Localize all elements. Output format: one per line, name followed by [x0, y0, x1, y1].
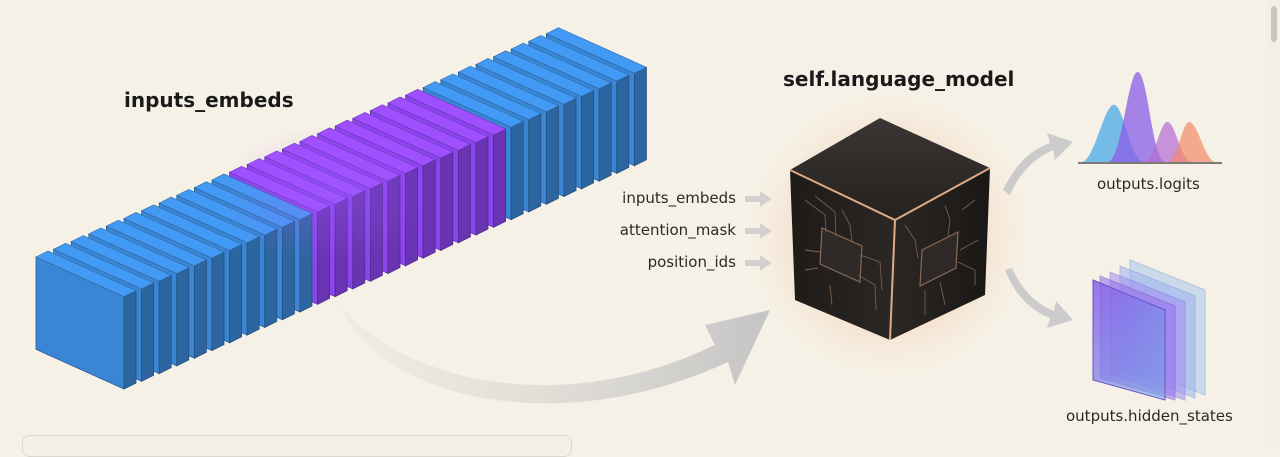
token-side-face	[598, 82, 612, 182]
logits-arrow	[1003, 133, 1073, 195]
token-side-face	[194, 259, 207, 359]
language-model-cube	[789, 118, 991, 341]
diagram-canvas	[35, 27, 1222, 404]
token-side-face	[493, 128, 506, 228]
layer-stack-icon	[1092, 259, 1206, 401]
token-top-face	[440, 73, 542, 120]
scrollbar-thumb[interactable]	[1271, 6, 1277, 42]
output-label-logits: outputs.logits	[1097, 175, 1200, 193]
token-side-face	[141, 282, 154, 382]
bottom-panel	[22, 435, 572, 457]
output-label-hidden-states: outputs.hidden_states	[1066, 407, 1233, 425]
token-top-face	[35, 250, 137, 297]
embeds-title: inputs_embeds	[124, 88, 294, 112]
token-block	[35, 250, 137, 390]
token-side-face	[458, 143, 471, 244]
token-side-face	[510, 120, 524, 221]
token-top-face	[404, 88, 507, 136]
input-label-attention-mask: attention_mask	[619, 221, 736, 239]
token-top-face	[70, 235, 172, 282]
token-side-face	[211, 251, 225, 352]
token-side-face	[546, 105, 559, 205]
token-side-face	[528, 112, 542, 213]
main-flow-arrow	[340, 305, 770, 404]
vertical-scrollbar[interactable]	[1266, 0, 1280, 445]
token-top-face	[140, 204, 243, 251]
input-label-embeds: inputs_embeds	[622, 189, 736, 207]
token-top-face	[352, 112, 454, 159]
token-top-face	[510, 42, 612, 90]
token-side-face	[176, 266, 190, 367]
token-side-face	[158, 274, 172, 375]
cube-edge-highlight	[789, 167, 991, 341]
purple-glow	[220, 125, 440, 265]
input-label-position-ids: position_ids	[647, 253, 736, 271]
token-side-face	[229, 243, 242, 344]
token-top-face	[105, 219, 208, 267]
token-top-face	[52, 242, 155, 290]
token-top-face	[457, 65, 560, 113]
token-side-face	[563, 97, 577, 198]
token-side-face	[616, 74, 630, 175]
hidden-states-arrow	[1005, 268, 1073, 328]
token-top-face	[422, 81, 524, 128]
chip-icon	[904, 199, 979, 315]
model-title: self.language_model	[783, 67, 1015, 91]
token-top-face	[528, 35, 630, 82]
distribution-curve-icon	[1078, 71, 1222, 164]
token-top-face	[475, 58, 577, 105]
token-top-face	[369, 104, 472, 151]
token-top-face	[88, 227, 190, 274]
token-top-face	[545, 27, 648, 74]
token-top-face	[387, 96, 489, 143]
token-side-face	[246, 236, 260, 336]
chip-icon	[804, 195, 883, 311]
token-top-face	[123, 212, 225, 259]
token-side-face	[634, 66, 647, 167]
token-side-face	[123, 289, 137, 390]
token-top-face	[492, 50, 595, 97]
token-side-face	[475, 135, 489, 236]
token-side-face	[440, 151, 454, 252]
token-side-face	[581, 89, 594, 190]
